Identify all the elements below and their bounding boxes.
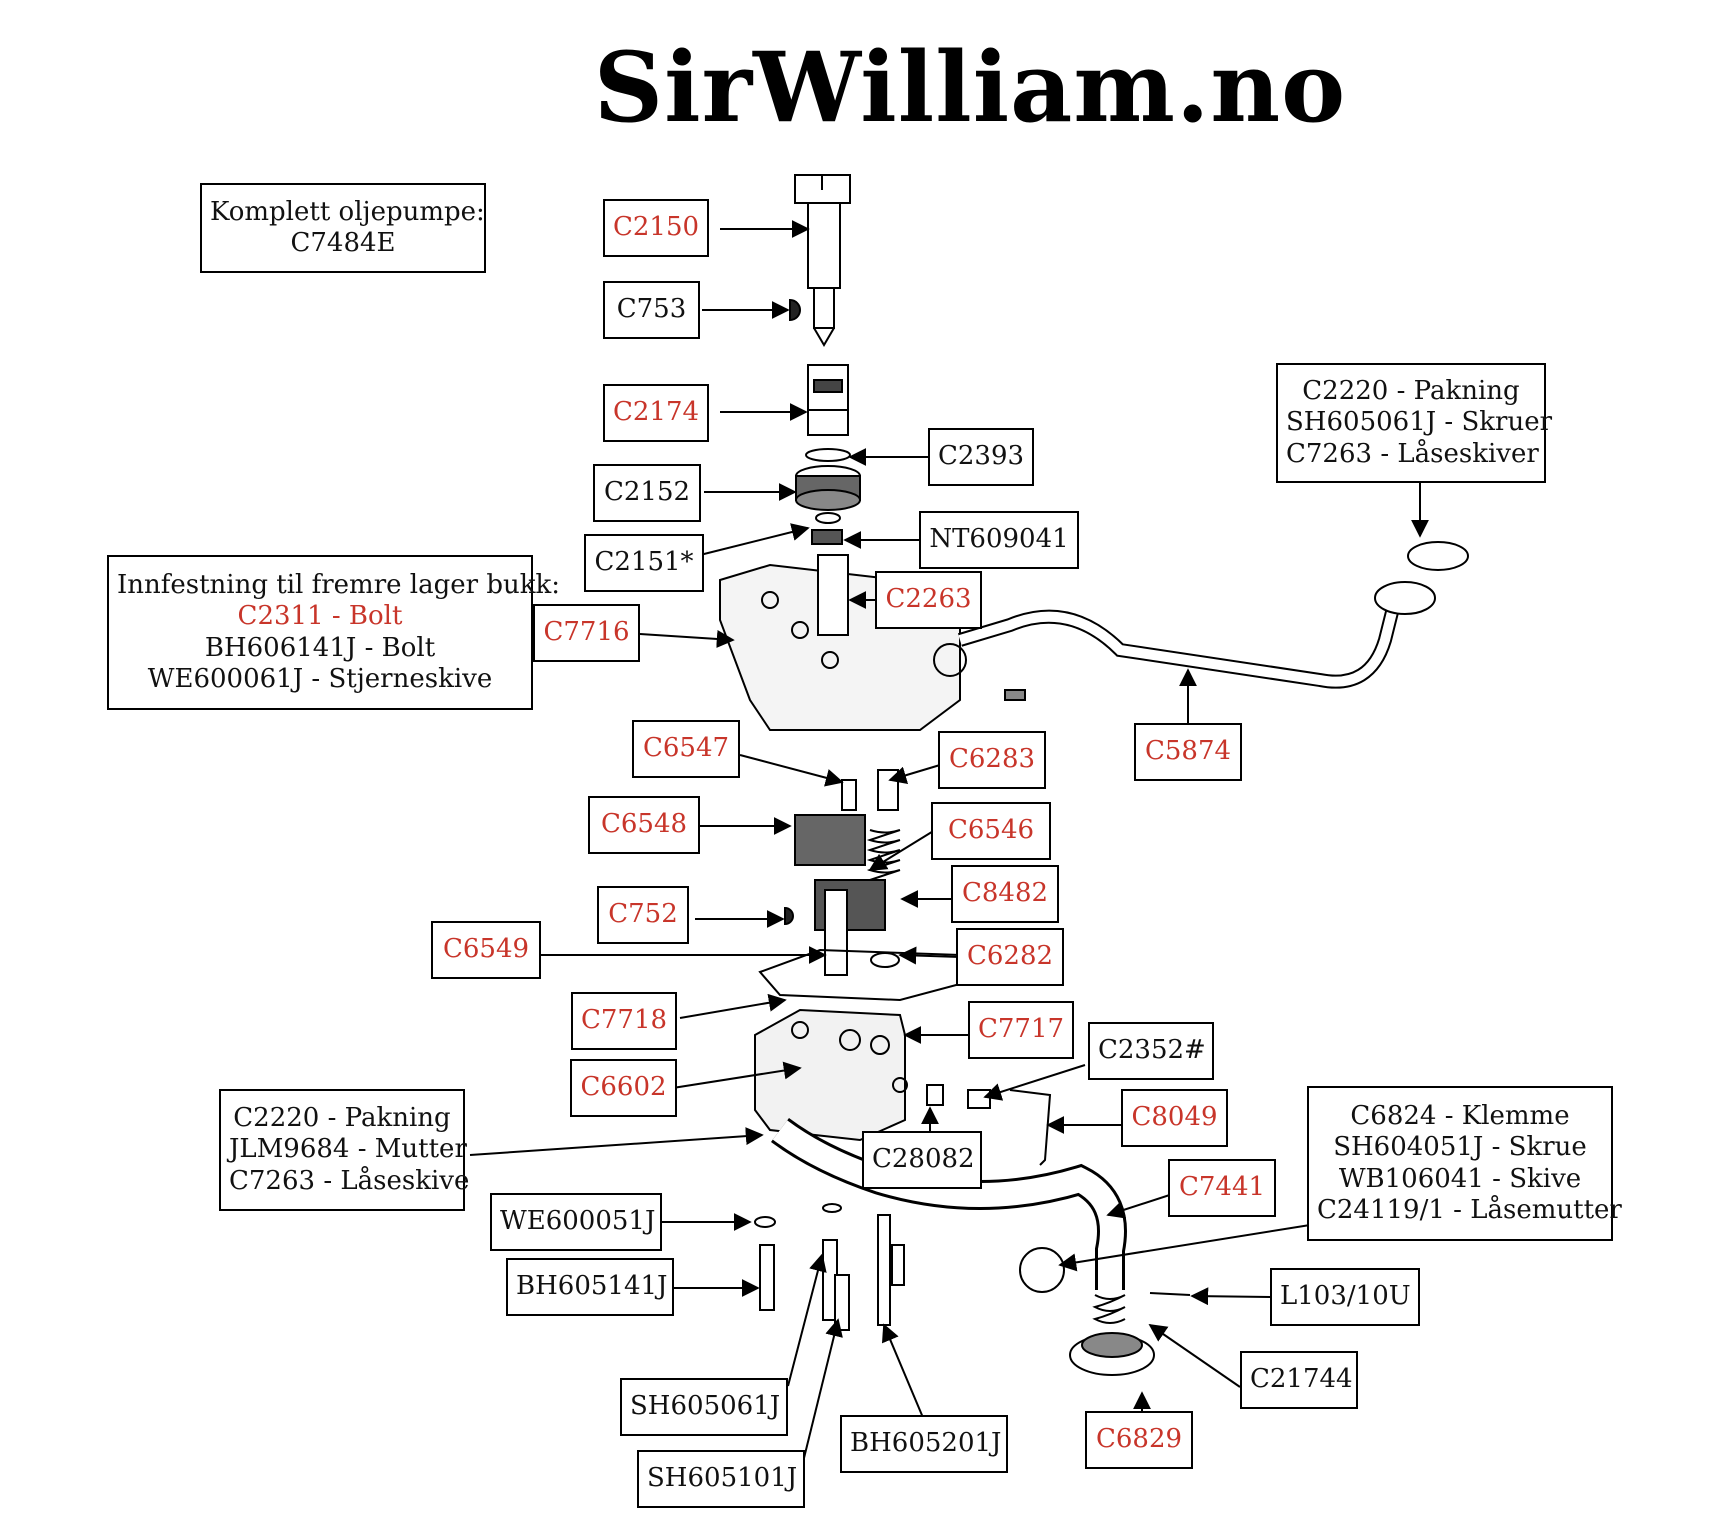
nut-part xyxy=(811,529,843,545)
gasket-top-C2220[interactable]: C2220 - Pakning xyxy=(1302,376,1520,407)
gasket-top-C7263[interactable]: C7263 - Låseskiver xyxy=(1286,438,1539,469)
part-label-C28082[interactable]: C28082 xyxy=(862,1131,982,1189)
complete-pump-title: Komplett oljepumpe: xyxy=(210,196,485,227)
mounting-bolt-BH606141J[interactable]: BH606141J - Bolt xyxy=(204,632,436,663)
part-label-C7441[interactable]: C7441 xyxy=(1168,1159,1276,1217)
part-label-C2152[interactable]: C2152 xyxy=(593,464,701,522)
leader-lines xyxy=(469,220,1429,1459)
gasket-part xyxy=(758,948,977,1002)
part-label-C6282[interactable]: C6282 xyxy=(956,928,1064,986)
gasket-bottom-C2220[interactable]: C2220 - Pakning xyxy=(233,1103,451,1134)
part-label-SH605061J[interactable]: SH605061J xyxy=(620,1378,788,1436)
washer-part xyxy=(754,1216,776,1228)
part-label-C6602[interactable]: C6602 xyxy=(570,1059,677,1117)
coupling-part xyxy=(807,364,849,436)
part-label-SH605101J[interactable]: SH605101J xyxy=(637,1450,805,1508)
suction-pipe-part xyxy=(957,541,1469,701)
gasket-bottom-JLM9684[interactable]: JLM9684 - Mutter xyxy=(229,1134,467,1165)
mounting-box: Innfestning til fremre lager bukk: C2311… xyxy=(107,555,560,710)
part-label-C2263[interactable]: C2263 xyxy=(875,571,982,629)
mounting-washer-WE600061J[interactable]: WE600061J - Stjerneskive xyxy=(147,663,493,694)
spindle-part xyxy=(794,174,851,347)
part-label-BH605141J[interactable]: BH605141J xyxy=(506,1258,674,1316)
part-label-NT609041[interactable]: NT609041 xyxy=(919,511,1079,569)
rotor-parts xyxy=(794,769,901,976)
woodruff-key-part xyxy=(789,298,801,322)
part-label-BH605201J[interactable]: BH605201J xyxy=(840,1415,1008,1473)
part-label-C8482[interactable]: C8482 xyxy=(951,865,1059,923)
split-pin-part xyxy=(1149,1292,1191,1296)
part-label-L103-10U[interactable]: L103/10U xyxy=(1270,1268,1420,1326)
part-label-C7718[interactable]: C7718 xyxy=(571,992,677,1050)
part-label-C2393[interactable]: C2393 xyxy=(928,428,1034,486)
part-label-C2352[interactable]: C2352# xyxy=(1088,1022,1214,1080)
part-label-C5874[interactable]: C5874 xyxy=(1134,723,1242,781)
washer-part xyxy=(805,448,851,462)
part-label-C7717[interactable]: C7717 xyxy=(968,1001,1074,1059)
part-label-C6829[interactable]: C6829 xyxy=(1085,1411,1193,1469)
part-label-C2174[interactable]: C2174 xyxy=(603,384,709,442)
pump-cover-part xyxy=(754,1008,908,1142)
gasket-top-SH605061J[interactable]: SH605061J - Skruer xyxy=(1286,407,1553,438)
clamp-SH604051J[interactable]: SH604051J - Skrue xyxy=(1333,1132,1587,1163)
part-label-C2151[interactable]: C2151* xyxy=(584,534,704,592)
part-label-C2150[interactable]: C2150 xyxy=(603,199,709,257)
gear-part xyxy=(795,465,861,511)
logo: SirWilliam.no xyxy=(593,31,1347,144)
clamp-C24119[interactable]: C24119/1 - Låsemutter xyxy=(1317,1194,1622,1225)
gasket-top-box: C2220 - Pakning SH605061J - Skruer C7263… xyxy=(1276,363,1553,483)
part-label-WE600051J[interactable]: WE600051J xyxy=(490,1193,662,1251)
part-label-C6548[interactable]: C6548 xyxy=(588,796,700,854)
clamp-box: C6824 - Klemme SH604051J - Skrue WB10604… xyxy=(1307,1086,1622,1241)
mounting-title: Innfestning til fremre lager bukk: xyxy=(117,570,560,601)
clamp-WB106041[interactable]: WB106041 - Skive xyxy=(1338,1163,1582,1194)
part-label-C753[interactable]: C753 xyxy=(603,281,700,339)
part-label-C7716[interactable]: C7716 xyxy=(533,604,640,662)
part-label-C6549[interactable]: C6549 xyxy=(431,921,541,979)
part-label-C6547[interactable]: C6547 xyxy=(632,720,740,778)
bolts-part xyxy=(759,1084,991,1331)
mounting-bolt-C2311[interactable]: C2311 - Bolt xyxy=(237,601,403,632)
part-label-C21744[interactable]: C21744 xyxy=(1240,1351,1358,1409)
gasket-bottom-box: C2220 - Pakning JLM9684 - Mutter C7263 -… xyxy=(219,1089,470,1211)
bracket-part xyxy=(1009,1089,1052,1166)
pin-part xyxy=(784,906,794,926)
part-label-C6546[interactable]: C6546 xyxy=(931,802,1051,860)
clamp-C6824[interactable]: C6824 - Klemme xyxy=(1350,1101,1570,1132)
complete-pump-box: Komplett oljepumpe: C7484E xyxy=(200,183,486,273)
clamp-part xyxy=(1019,1247,1066,1293)
washer-part xyxy=(822,1203,842,1213)
part-label-C8049[interactable]: C8049 xyxy=(1121,1089,1228,1147)
gasket-bottom-C7263[interactable]: C7263 - Låseskive xyxy=(229,1165,470,1196)
complete-pump-code: C7484E xyxy=(290,228,396,258)
part-label-C6283[interactable]: C6283 xyxy=(938,731,1046,789)
part-label-C752[interactable]: C752 xyxy=(597,886,689,944)
small-washer-part xyxy=(815,512,841,524)
